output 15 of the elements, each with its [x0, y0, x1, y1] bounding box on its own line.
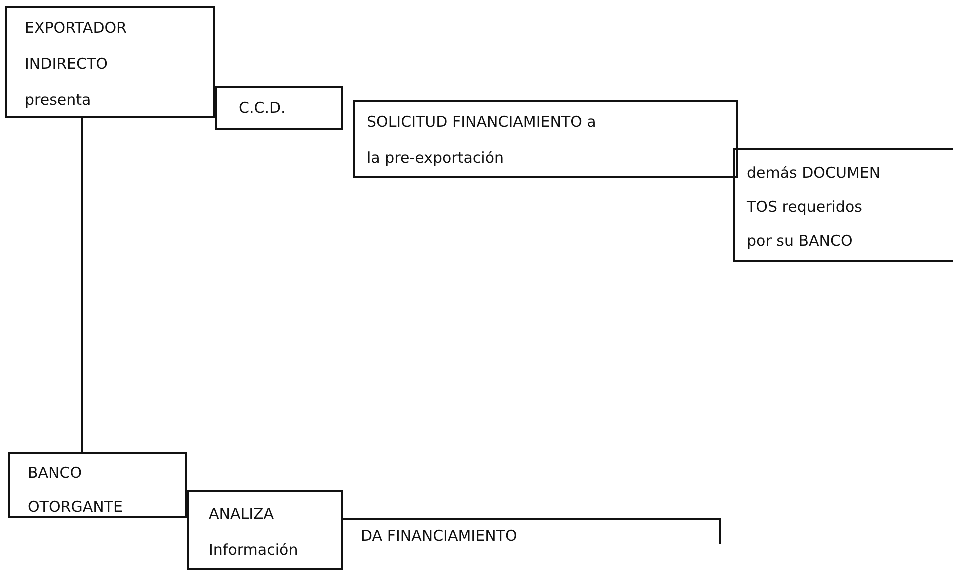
step-label: BANCO OTORGANTE — [28, 463, 124, 518]
step-box — [343, 518, 721, 544]
step-label: DA FINANCIAMIENTO — [361, 526, 518, 547]
step-box — [5, 6, 215, 118]
step-label: SOLICITUD FINANCIAMIENTO a la pre-exportación — [367, 112, 598, 169]
connector-line — [81, 118, 83, 452]
step-box — [187, 490, 343, 570]
step-box — [733, 148, 953, 262]
step-box — [8, 452, 187, 518]
step-label: EXPORTADOR INDIRECTO presenta — [25, 18, 128, 111]
step-box — [215, 86, 343, 130]
step-box — [353, 100, 738, 178]
step-label: demás DOCUMEN TOS requeridos por su BANCO — [747, 163, 882, 252]
step-label: C.C.D. — [239, 98, 287, 119]
step-label: ANALIZA Información — [209, 504, 300, 561]
